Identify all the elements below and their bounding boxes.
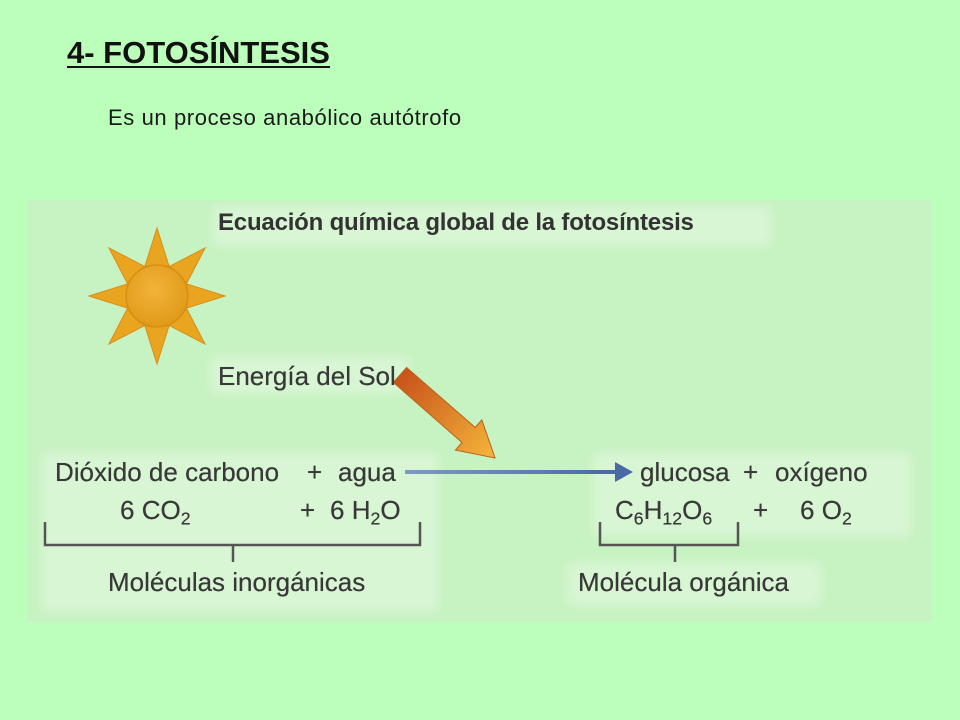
reaction-arrow-head <box>615 462 633 482</box>
reactant-water: agua <box>338 457 396 487</box>
formula-glucose: C6H12O6 <box>615 495 713 529</box>
inorganic-molecules-bracket <box>43 522 422 562</box>
element-symbol: H <box>643 495 663 525</box>
photosynthesis-diagram: Ecuación química global de la fotosíntes… <box>27 200 932 622</box>
text-halo <box>592 452 912 537</box>
sun-ray <box>144 325 170 366</box>
element-symbol: CO <box>141 495 181 525</box>
plus-sign: + <box>307 457 323 487</box>
plus-sign: + <box>753 495 769 525</box>
product-glucose: glucosa <box>640 457 730 487</box>
text-halo <box>212 206 772 246</box>
diagram-heading: Ecuación química global de la fotosíntes… <box>218 209 694 236</box>
slide-title: 4- FOTOSÍNTESIS <box>67 35 330 70</box>
coefficient: 6 <box>800 495 815 525</box>
organic-molecule-bracket <box>598 522 740 562</box>
organic-molecule-label: Molécula orgánica <box>578 567 790 597</box>
coefficient: 6 <box>330 495 345 525</box>
element-symbol: C <box>615 495 634 525</box>
subscript: 2 <box>370 508 381 529</box>
slide-subtitle: Es un proceso anabólico autótrofo <box>108 105 462 130</box>
coefficient: 6 <box>120 495 135 525</box>
element-symbol: H <box>351 495 371 525</box>
inorganic-molecules-label: Moléculas inorgánicas <box>108 567 366 597</box>
energy-label: Energía del Sol <box>218 361 396 391</box>
element-symbol: O <box>380 495 401 525</box>
text-halo <box>210 356 410 394</box>
subscript: 2 <box>841 508 852 529</box>
text-halo <box>567 562 822 606</box>
subscript: 6 <box>633 508 644 529</box>
plus-sign: + <box>743 457 759 487</box>
sun-icon <box>87 226 227 366</box>
reaction-arrow-icon <box>405 462 633 482</box>
subscript: 6 <box>702 508 713 529</box>
subscript: 12 <box>662 508 683 529</box>
subscript: 2 <box>180 508 191 529</box>
text-halo <box>41 452 439 612</box>
element-symbol: O <box>682 495 703 525</box>
sun-core <box>125 264 189 328</box>
diagram-graphics <box>43 226 740 562</box>
product-oxygen: oxígeno <box>775 457 868 487</box>
sun-ray <box>144 226 170 267</box>
plus-sign: + <box>300 495 316 525</box>
reaction-arrow-shaft <box>405 470 617 474</box>
reactant-carbon-dioxide: Dióxido de carbono <box>55 457 280 487</box>
sunlight-arrow-icon <box>392 366 496 459</box>
sun-ray <box>186 283 227 309</box>
element-symbol: O <box>821 495 842 525</box>
sun-ray <box>87 283 128 309</box>
